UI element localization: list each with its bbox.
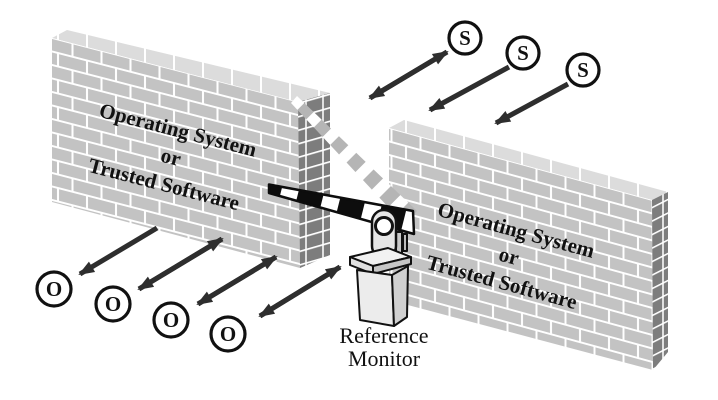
object-circle xyxy=(152,301,190,339)
subject-letter: S xyxy=(517,41,529,65)
left-wall-top-face xyxy=(52,30,330,102)
reference-monitor-label-line1: Reference xyxy=(339,323,428,348)
object-node: O xyxy=(94,285,132,323)
right-wall-side-face xyxy=(652,192,668,370)
right-wall: Operating System or Trusted Software xyxy=(389,120,668,370)
pedestal-side-face xyxy=(391,265,409,327)
pedestal-front-face xyxy=(356,269,395,327)
object-arrows xyxy=(78,225,342,319)
reference-monitor-label-line2: Monitor xyxy=(348,346,421,371)
left-wall: Operating System or Trusted Software xyxy=(52,30,330,268)
subject-arrow-2 xyxy=(428,64,511,113)
reference-monitor-label: Reference Monitor xyxy=(339,323,428,371)
right-wall-front-face xyxy=(389,128,653,370)
object-letter: O xyxy=(163,308,179,332)
subject-nodes: S S S xyxy=(447,20,601,88)
subject-circle xyxy=(505,35,541,71)
subject-node: S xyxy=(447,20,483,56)
left-wall-front-face xyxy=(52,38,300,268)
object-arrow-3-reverse xyxy=(196,254,278,307)
object-letter: O xyxy=(105,292,121,316)
hinge-pivot-pin xyxy=(374,216,394,236)
object-arrow-4-reverse xyxy=(258,264,342,319)
right-wall-top-face xyxy=(389,120,668,200)
object-circle xyxy=(209,315,247,353)
subject-arrow-1-reverse xyxy=(368,49,449,101)
object-nodes: O O O O xyxy=(35,270,247,353)
subject-node: S xyxy=(565,52,601,88)
left-wall-side-face xyxy=(298,93,330,268)
object-circle xyxy=(35,270,73,308)
object-node: O xyxy=(152,301,190,339)
object-letter: O xyxy=(220,322,236,346)
subject-letter: S xyxy=(577,58,589,82)
object-node: O xyxy=(209,315,247,353)
object-letter: O xyxy=(46,277,62,301)
object-arrow-2-reverse xyxy=(137,236,224,292)
subject-circle xyxy=(447,20,483,56)
subject-letter: S xyxy=(459,26,471,50)
subject-circle xyxy=(565,52,601,88)
object-circle xyxy=(94,285,132,323)
gate-arm-raised xyxy=(291,96,417,224)
subject-node: S xyxy=(505,35,541,71)
subject-arrow-3 xyxy=(494,81,570,126)
object-node: O xyxy=(35,270,73,308)
hinge-support-bar xyxy=(402,233,408,252)
subject-arrows xyxy=(368,49,570,126)
reference-monitor-pedestal xyxy=(349,247,412,327)
object-arrow-1 xyxy=(78,225,159,277)
gate-hinge xyxy=(370,208,408,260)
